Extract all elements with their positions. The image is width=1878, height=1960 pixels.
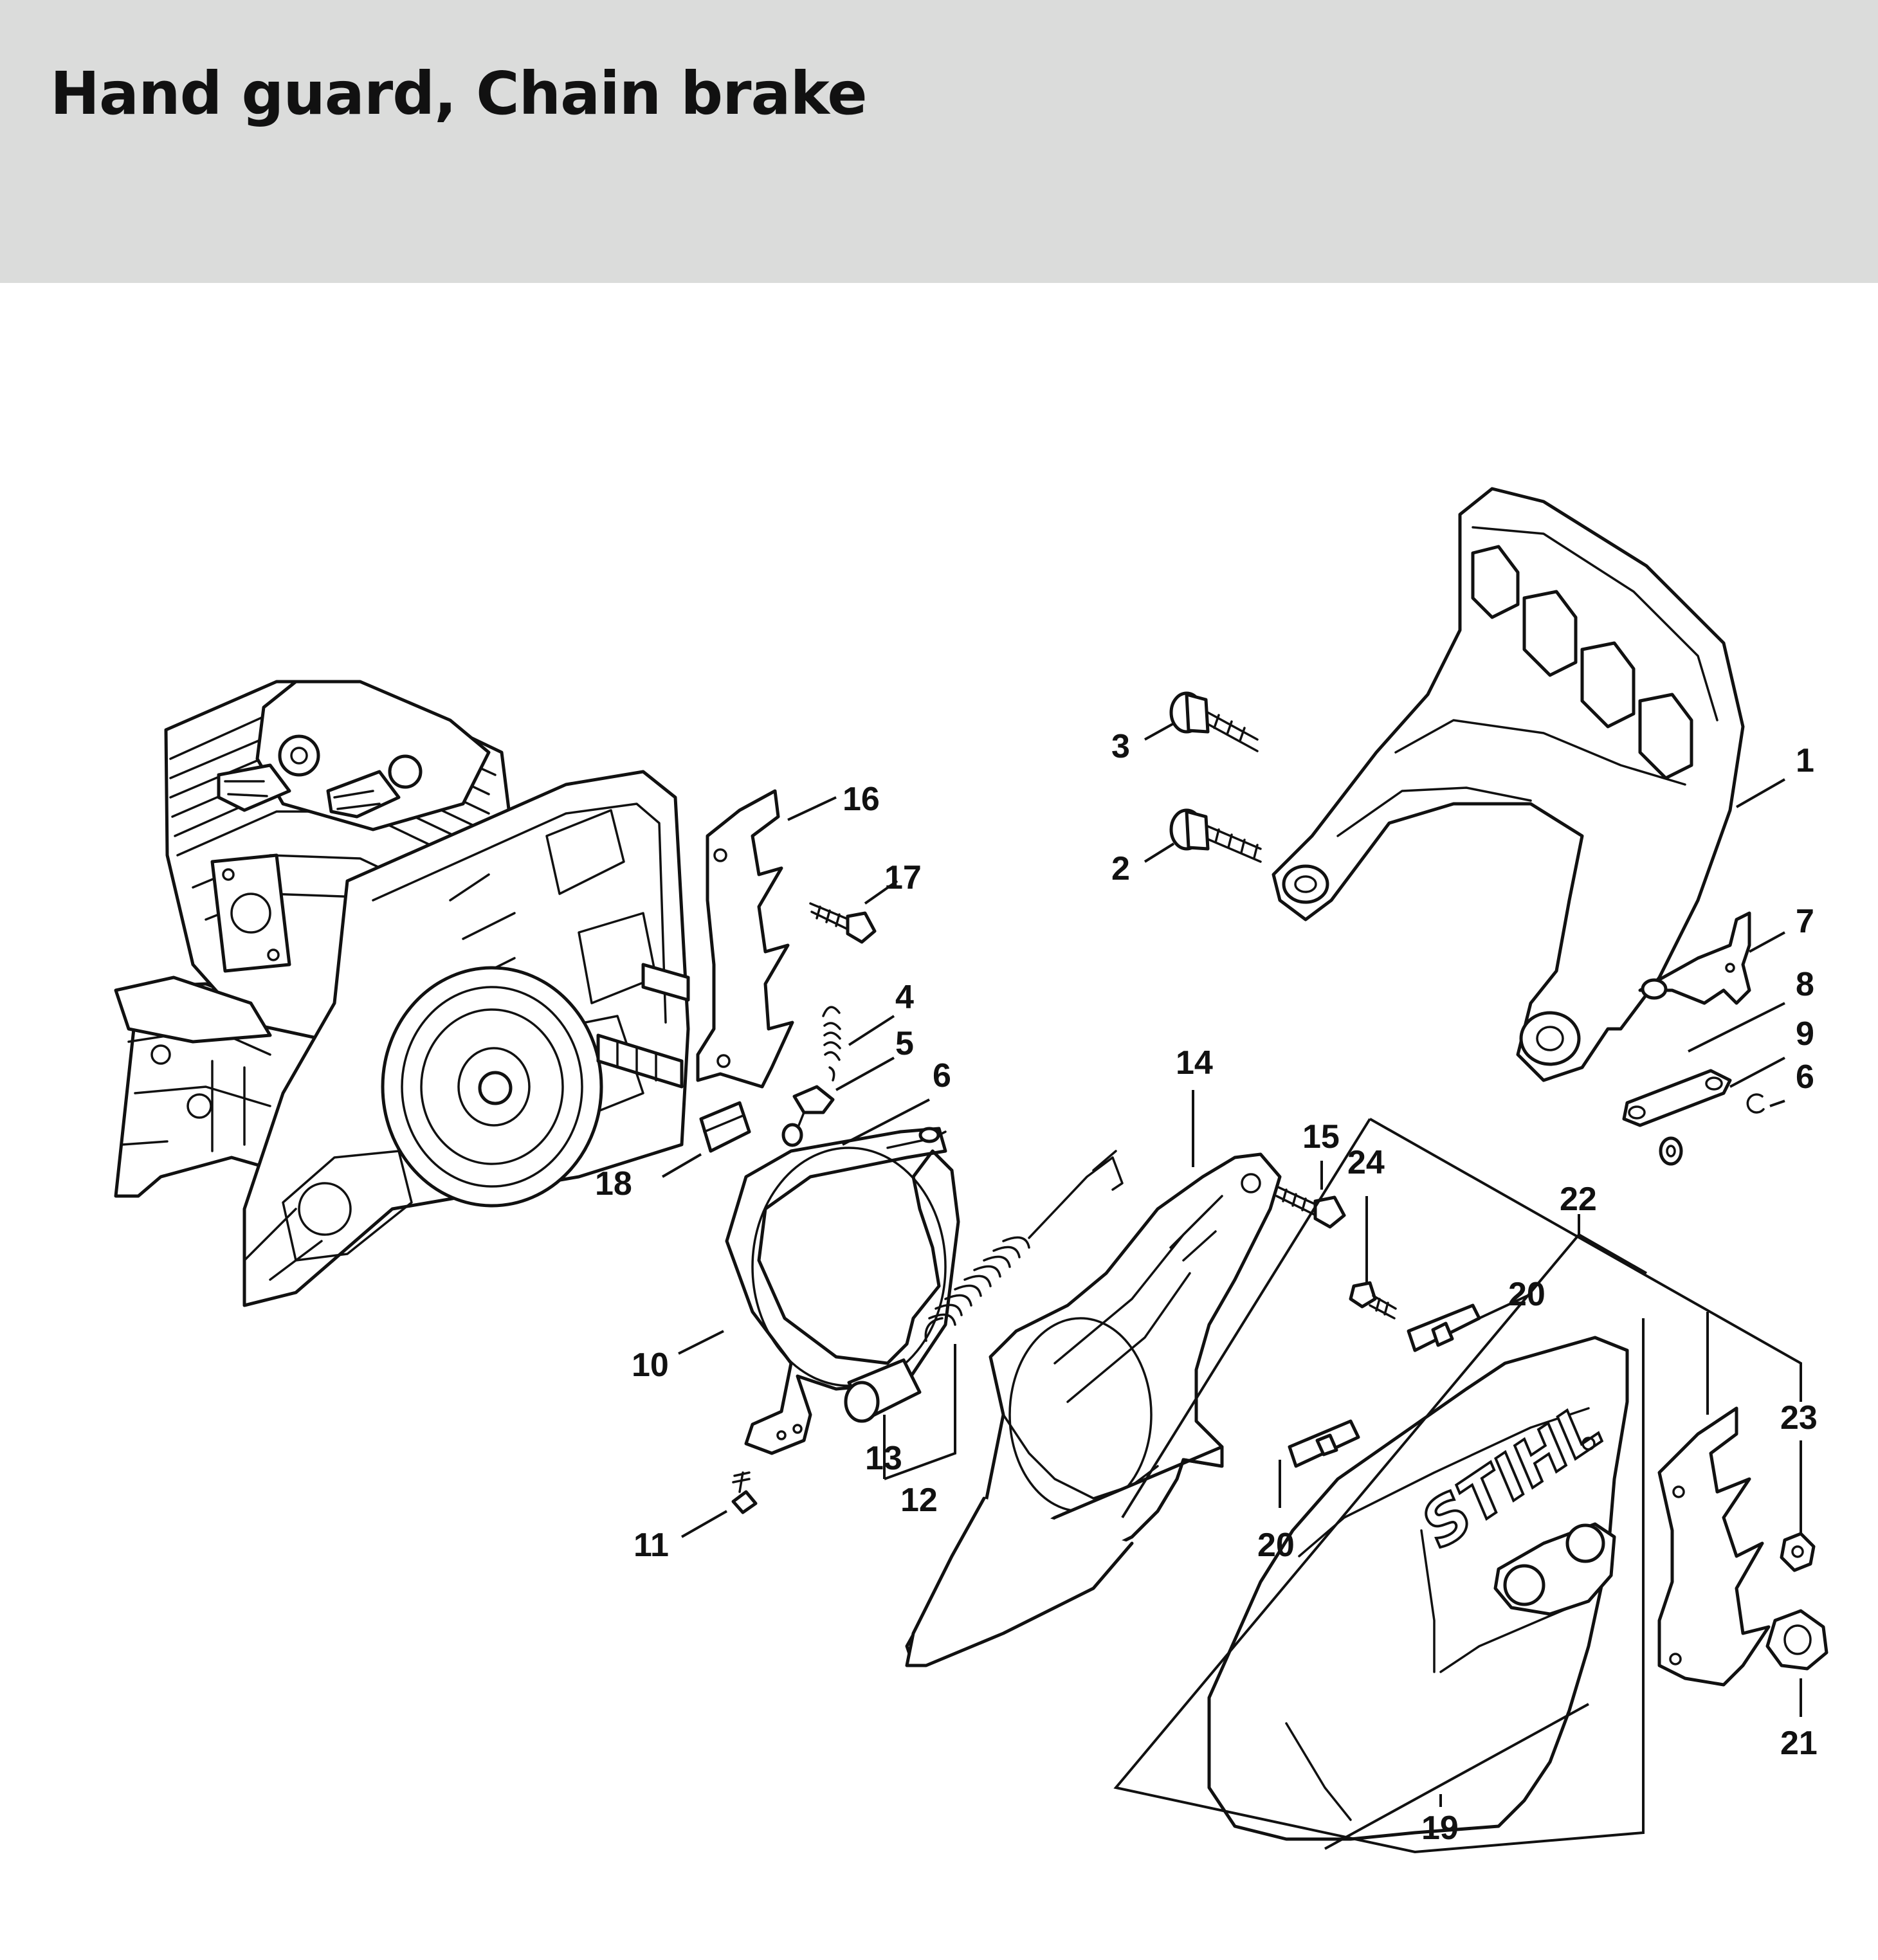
- callout-11: 11: [634, 1527, 669, 1564]
- callout-9: 9: [1796, 1015, 1814, 1053]
- callout-22: 22: [1560, 1181, 1597, 1218]
- part-20-guide-upper: [1407, 1303, 1481, 1352]
- part-21-collar-nut: [1765, 1609, 1828, 1671]
- leader-lines: [661, 722, 1802, 1854]
- part-1-hand-guard: [1272, 487, 1745, 1082]
- part-6-e-clip-right: [1746, 1093, 1765, 1114]
- callout-3: 3: [1111, 728, 1130, 765]
- callout-15: 15: [1302, 1118, 1340, 1156]
- part-18-cover-plate: [699, 1101, 751, 1153]
- callout-6-left: 6: [933, 1057, 951, 1094]
- header-band: Hand guard, Chain brake: [0, 0, 1878, 283]
- callout-20-lower: 20: [1257, 1527, 1295, 1564]
- callout-7: 7: [1796, 903, 1814, 940]
- callout-labels: 1 2 3 4 5 6 6 7 8 9 10 11 12 13 14 15 16…: [595, 728, 1818, 1847]
- part-10-brake-band: [725, 1127, 960, 1455]
- part-20-guide-lower: [1288, 1419, 1360, 1468]
- part-19-sprocket-cover: STIHL: [1207, 1336, 1629, 1841]
- part-11-screw: [731, 1471, 758, 1514]
- part-8-washer: [1659, 1136, 1683, 1166]
- part-23-nut-small: [1780, 1532, 1816, 1572]
- engine-housing: [114, 680, 690, 1307]
- part-24-screw: [1349, 1281, 1397, 1320]
- part-15-screw: [1275, 1185, 1346, 1229]
- part-4-spring: [822, 1006, 841, 1082]
- callout-21: 21: [1780, 1725, 1818, 1762]
- part-9-link: [1622, 1069, 1732, 1127]
- callout-14: 14: [1176, 1044, 1213, 1082]
- part-5-lever: [781, 1085, 835, 1147]
- part-2-screw-bushing: [1169, 808, 1262, 863]
- page-title: Hand guard, Chain brake: [50, 59, 868, 128]
- callout-24: 24: [1347, 1144, 1385, 1181]
- callout-1: 1: [1796, 742, 1814, 779]
- callout-23: 23: [1780, 1399, 1818, 1437]
- part-13-sleeve: [844, 1358, 922, 1423]
- callout-8: 8: [1796, 966, 1814, 1003]
- callout-10: 10: [632, 1347, 669, 1384]
- callout-2: 2: [1111, 850, 1130, 887]
- callout-19: 19: [1421, 1810, 1459, 1847]
- callout-17: 17: [884, 859, 922, 896]
- part-17-screw: [809, 902, 877, 944]
- callout-13: 13: [865, 1440, 902, 1477]
- part-3-screw-bushing: [1169, 691, 1259, 752]
- callout-18: 18: [595, 1165, 632, 1202]
- callout-12: 12: [900, 1482, 938, 1519]
- part-22-bumper-spike: [1657, 1406, 1771, 1687]
- callout-20-upper: 20: [1508, 1276, 1545, 1313]
- callout-5: 5: [895, 1025, 914, 1062]
- part-14-brake-housing: [905, 1152, 1282, 1667]
- part-16-bumper-spike: [696, 789, 794, 1089]
- part-12-tension-spring: [924, 1150, 1124, 1342]
- callout-6-right: 6: [1796, 1058, 1814, 1096]
- callout-16: 16: [843, 781, 880, 818]
- callout-4: 4: [895, 979, 914, 1016]
- part-7-lever: [1638, 911, 1751, 1005]
